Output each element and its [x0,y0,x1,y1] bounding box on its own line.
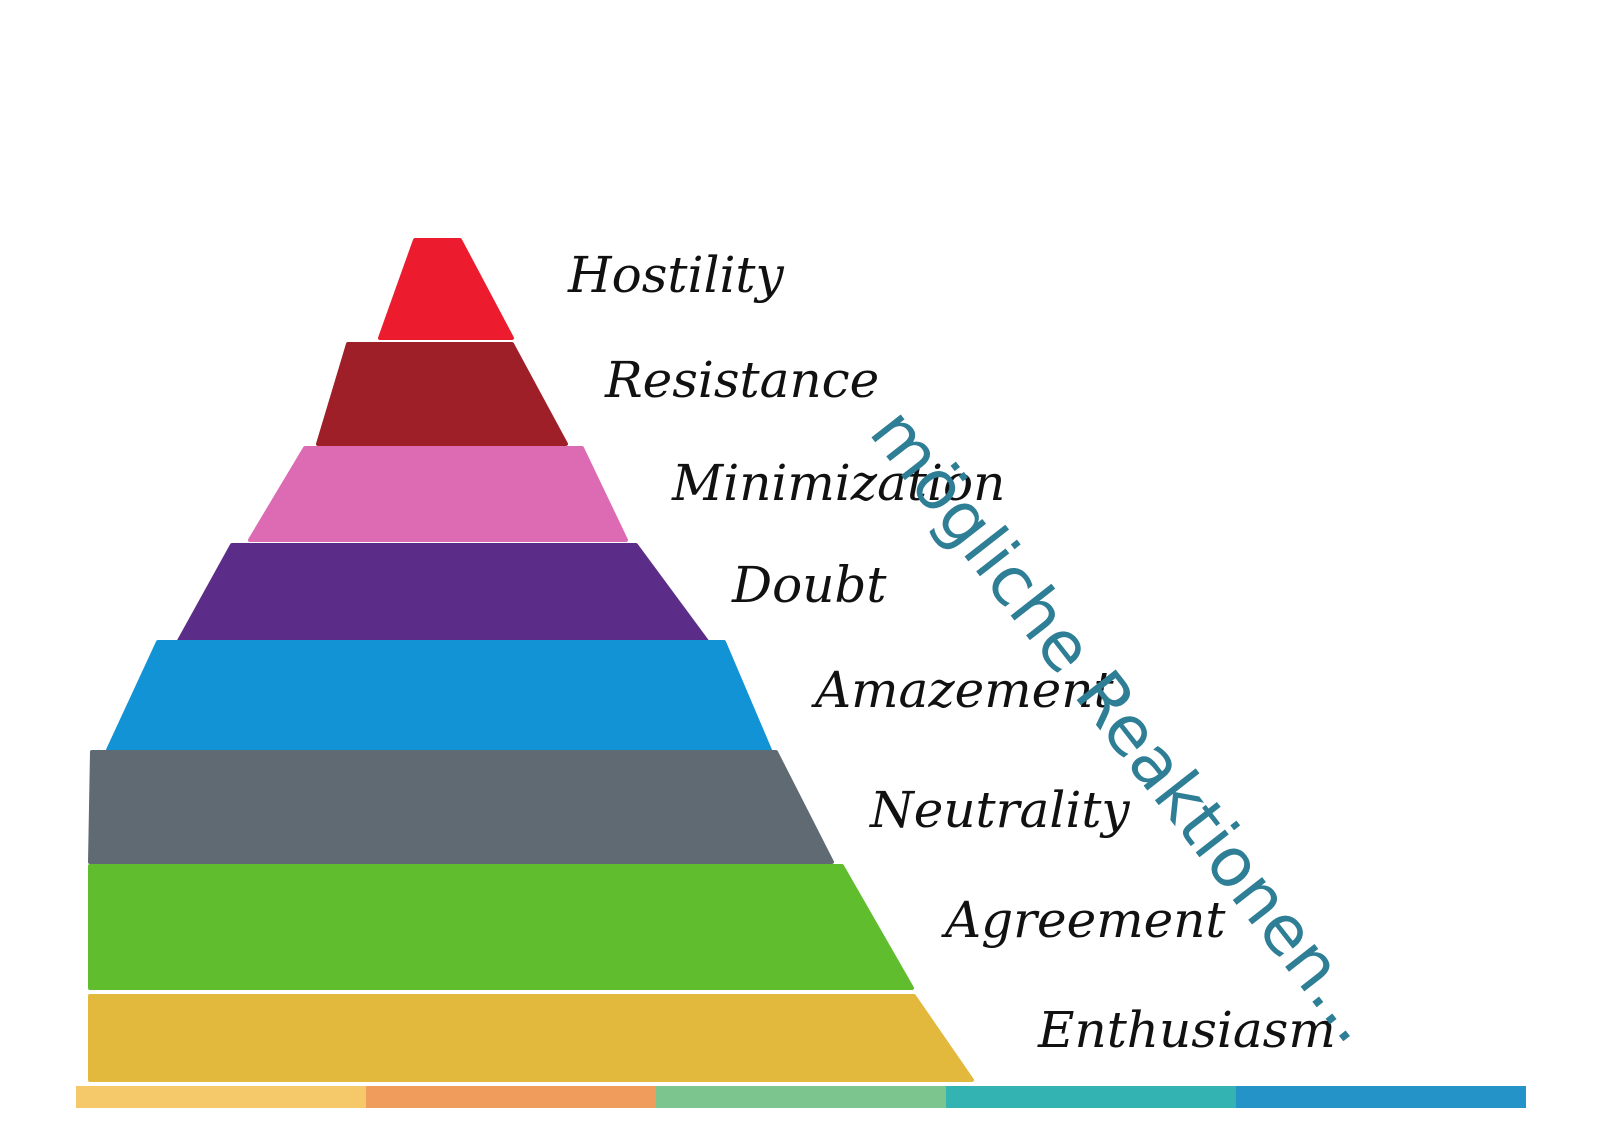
pyramid-band-amazement [108,642,770,750]
pyramid-band-neutrality [90,752,832,862]
level-label-enthusiasm: Enthusiasm [1038,1005,1336,1055]
bottom-bar-segment [366,1086,656,1108]
pyramid-band-doubt [175,545,712,648]
bottom-color-bar [76,1086,1526,1108]
level-label-resistance: Resistance [605,355,879,405]
pyramid-band-resistance [318,344,566,444]
level-label-doubt: Doubt [732,560,887,610]
pyramid-band-minimization [250,448,626,540]
pyramid-band-agreement [90,866,912,988]
pyramid-band-enthusiasm [90,996,972,1080]
bottom-bar-segment [1236,1086,1526,1108]
bottom-bar-segment [656,1086,946,1108]
level-label-hostility: Hostility [568,250,784,300]
pyramid-band-hostility [380,240,512,338]
bottom-bar-segment [76,1086,366,1108]
bottom-bar-segment [946,1086,1236,1108]
level-label-agreement: Agreement [945,895,1226,945]
level-label-neutrality: Neutrality [870,785,1130,835]
